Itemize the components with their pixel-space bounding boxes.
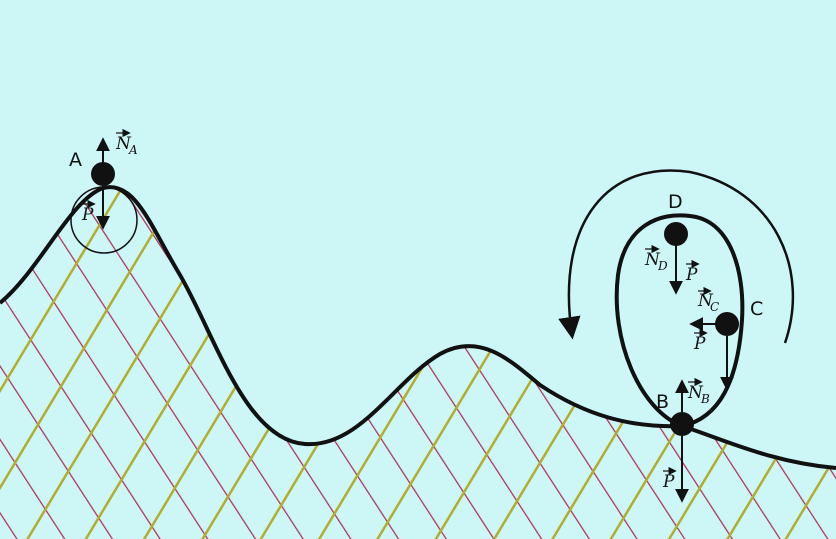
vector-N-A-symbol: N bbox=[115, 134, 132, 154]
vector-N-D: N D bbox=[644, 244, 668, 273]
ground-fill bbox=[0, 187, 836, 539]
label-A: A bbox=[69, 149, 82, 171]
vector-P-C-symbol: P bbox=[693, 334, 706, 354]
vector-P-D: P bbox=[685, 259, 700, 285]
vector-N-C: N C bbox=[697, 286, 719, 314]
vector-P-C: P bbox=[693, 328, 708, 354]
label-B: B bbox=[656, 391, 669, 413]
loop-track bbox=[614, 213, 745, 429]
vector-P-B-symbol: P bbox=[662, 472, 675, 492]
ball-A bbox=[91, 162, 115, 186]
vector-N-D-sub: D bbox=[657, 259, 668, 273]
vector-N-A: N A bbox=[115, 128, 138, 157]
ball-D bbox=[664, 222, 688, 246]
vector-N-A-sub: A bbox=[128, 143, 138, 157]
vector-P-B: P bbox=[662, 466, 677, 492]
vector-P-A: P bbox=[81, 199, 96, 225]
vector-N-B-sub: B bbox=[700, 392, 710, 406]
label-C: C bbox=[750, 298, 763, 320]
vector-N-D-symbol: N bbox=[644, 250, 661, 270]
track-profile bbox=[0, 185, 836, 470]
ball-C bbox=[715, 312, 739, 336]
label-D: D bbox=[668, 191, 683, 213]
vector-N-B-symbol: N bbox=[687, 383, 704, 403]
ball-B bbox=[670, 412, 694, 436]
direction-arrow bbox=[558, 169, 795, 344]
vector-P-D-symbol: P bbox=[685, 265, 698, 285]
vector-P-A-symbol: P bbox=[81, 205, 94, 225]
vector-N-B: N B bbox=[687, 377, 710, 406]
vector-N-C-sub: C bbox=[710, 300, 719, 314]
vector-N-C-symbol: N bbox=[697, 291, 714, 311]
